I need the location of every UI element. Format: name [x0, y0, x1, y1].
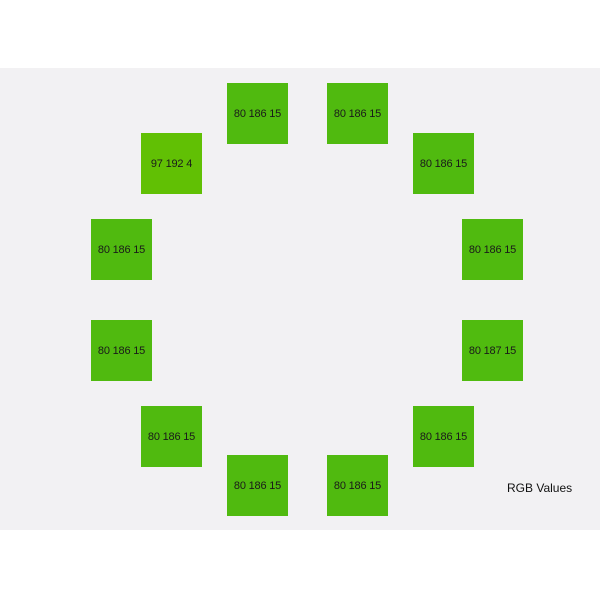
color-swatch: 80 187 15: [462, 320, 523, 381]
canvas-background: [0, 68, 600, 530]
color-swatch-odd: 97 192 4: [141, 133, 202, 194]
color-swatch: 80 186 15: [327, 455, 388, 516]
color-swatch: 80 186 15: [91, 219, 152, 280]
color-swatch: 80 186 15: [91, 320, 152, 381]
rgb-values-caption: RGB Values: [507, 481, 573, 495]
color-swatch: 80 186 15: [327, 83, 388, 144]
color-swatch: 80 186 15: [413, 133, 474, 194]
color-swatch: 80 186 15: [141, 406, 202, 467]
color-swatch: 80 186 15: [462, 219, 523, 280]
color-swatch: 80 186 15: [413, 406, 474, 467]
color-swatch: 80 186 15: [227, 455, 288, 516]
color-swatch: 80 186 15: [227, 83, 288, 144]
